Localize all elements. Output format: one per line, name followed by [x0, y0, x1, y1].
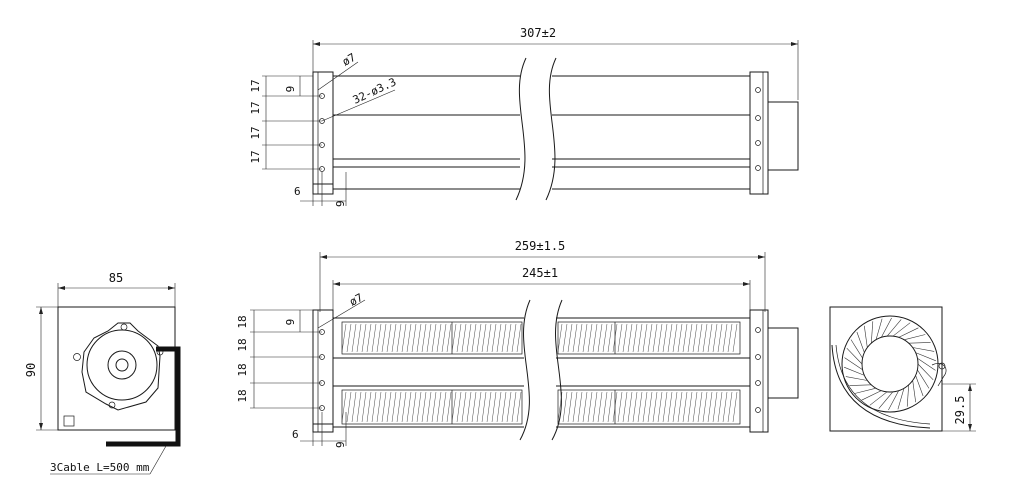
bottom-wheel-length: 245±1 [522, 266, 558, 280]
top-pitch-17-c: 17 [249, 126, 262, 139]
top-pitch-17-a: 17 [249, 79, 262, 92]
top-offset-9: 9 [334, 200, 347, 207]
outlet-end-view: 29.5 [829, 306, 976, 432]
top-offset-6: 6 [294, 185, 301, 198]
top-hole-dia-label: ø7 [340, 51, 358, 69]
bottom-pitch-18-c: 18 [236, 363, 249, 376]
bottom-pitch-9: 9 [284, 319, 297, 326]
bottom-hole-dia: ø7 [347, 291, 365, 309]
bottom-pitch-18-b: 18 [236, 338, 249, 351]
bottom-offset-9: 9 [334, 441, 347, 448]
top-pitch-17-d: 17 [249, 150, 262, 163]
bottom-pitch-18-d: 18 [236, 389, 249, 402]
motor-end-view: 85 90 3Cable L=500 mm [24, 271, 181, 475]
cable-label: 3Cable L=500 mm [50, 461, 150, 474]
motor-height-label: 90 [24, 363, 38, 377]
top-pitch-17-b: 17 [249, 101, 262, 114]
bottom-view: 259±1.5 245±1 [236, 239, 799, 448]
motor-cable [106, 346, 181, 447]
bottom-offset-6: 6 [292, 428, 299, 441]
top-holes-label: 32-ø3.3 [351, 75, 399, 106]
impeller-blades [341, 321, 741, 425]
motor-width-label: 85 [109, 271, 123, 285]
top-left-holes [319, 93, 325, 172]
bottom-pitch-18-a: 18 [236, 315, 249, 328]
outlet-label: 29.5 [953, 396, 967, 425]
bottom-overall-length: 259±1.5 [515, 239, 566, 253]
top-length-label: 307±2 [520, 26, 556, 40]
top-view: 307±2 [249, 26, 799, 207]
top-pitch-9-label: 9 [284, 86, 297, 93]
